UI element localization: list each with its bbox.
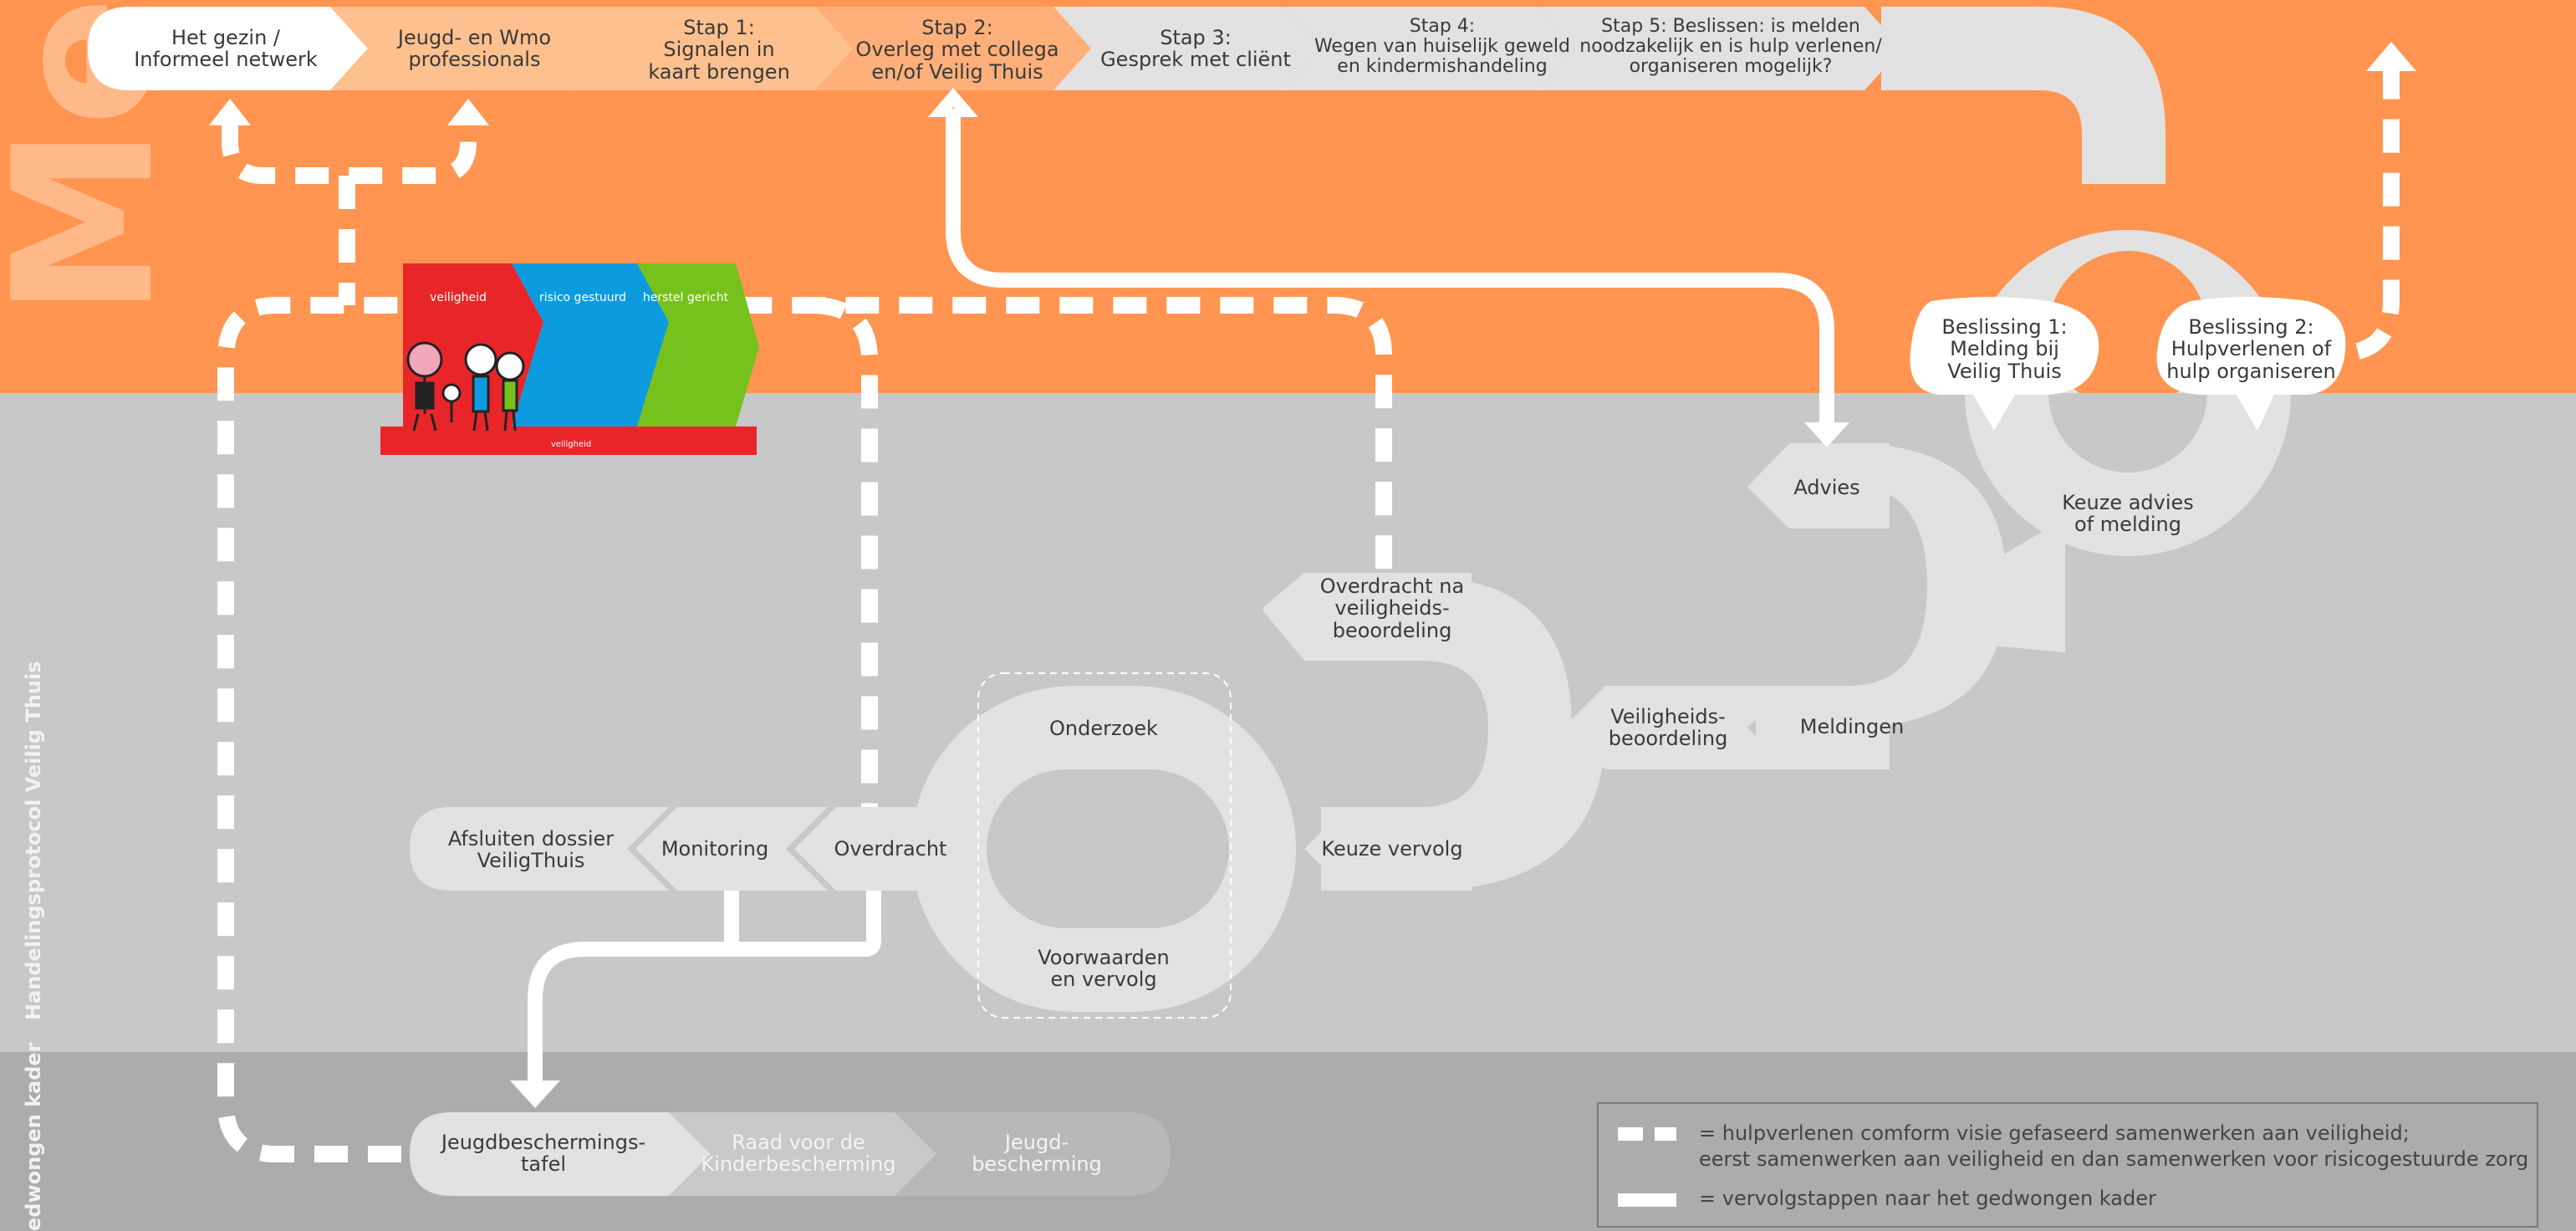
onderzoek-label: Onderzoek bbox=[1049, 717, 1158, 740]
legend-dashed-text: = hulpverlenen comform visie gefaseerd s… bbox=[1699, 1121, 2529, 1172]
side-label-bottom: edwongen kader bbox=[22, 1042, 45, 1231]
step-chevron-5 bbox=[1053, 7, 1321, 90]
afsluiten-label: Afsluiten dossier VeiligThuis bbox=[447, 827, 615, 873]
dashed-arrowhead-right bbox=[2366, 42, 2416, 71]
step-label-1: Het gezin / Informeel netwerk bbox=[134, 26, 318, 72]
meldingen-block bbox=[1756, 686, 1890, 769]
onderzoek-dashed-frame bbox=[977, 672, 1232, 1019]
beslissing2-bubble bbox=[2156, 297, 2346, 431]
advies-label: Advies bbox=[1793, 476, 1860, 499]
signboard: veiligheid risico gestuurd herstel geric… bbox=[380, 263, 759, 455]
advice-report-band bbox=[1806, 443, 2007, 728]
step-label-5: Stap 3: Gesprek met cliënt bbox=[1100, 26, 1291, 72]
signboard-base-label: veiligheid bbox=[551, 440, 591, 449]
signboard-label-1: veiligheid bbox=[430, 291, 487, 304]
tafel-label: Jeugdbeschermings- tafel bbox=[441, 1131, 646, 1177]
step-chevron-3 bbox=[569, 7, 853, 90]
family-figures-icon bbox=[406, 341, 525, 432]
step-label-2: Jeugd- en Wmo professionals bbox=[397, 26, 552, 72]
veiligheidsbeoordeling-label: Veiligheids- beoordeling bbox=[1608, 705, 1728, 751]
signboard-label-3: herstel gericht bbox=[643, 291, 729, 304]
afsluiten-block bbox=[410, 807, 669, 891]
step-label-7: Stap 5: Beslissen: is melden noodzakelij… bbox=[1579, 16, 1882, 78]
step-chevron-7 bbox=[1538, 7, 1902, 90]
beslissing1-bubble bbox=[1910, 297, 2099, 431]
overdracht-na-label: Overdracht na veiligheids- beoordeling bbox=[1319, 575, 1465, 642]
keuze-vervolg-block bbox=[1304, 807, 1472, 891]
step-label-6: Stap 4: Wegen van huiselijk geweld en ki… bbox=[1314, 16, 1571, 78]
meldingen-label: Meldingen bbox=[1799, 715, 1905, 738]
keuze-vervolg-label: Keuze vervolg bbox=[1321, 837, 1463, 861]
dashed-lines bbox=[217, 50, 2400, 1162]
overdracht-block bbox=[794, 807, 945, 891]
onderzoek-ring-hole bbox=[987, 769, 1229, 928]
dashed-arrowhead-prof bbox=[447, 99, 489, 125]
signboard-label-2: risico gestuurd bbox=[539, 291, 626, 304]
keuze-label: Keuze advies of melding bbox=[2062, 491, 2194, 537]
legend: = hulpverlenen comform visie gefaseerd s… bbox=[1597, 1102, 2538, 1228]
jeugdbeschermingstafel-block bbox=[410, 1112, 711, 1196]
top-flow-band bbox=[1881, 7, 2165, 184]
connector-ring-to-band bbox=[1965, 518, 2065, 652]
signboard-blue bbox=[512, 263, 669, 427]
veiligheid-block bbox=[1563, 686, 1789, 769]
step-chevron-bar bbox=[88, 7, 1902, 90]
legend-solid-text: = vervolgstappen naar het gedwongen kade… bbox=[1699, 1187, 2156, 1210]
step-chevron-4 bbox=[815, 7, 1091, 90]
raad-block bbox=[669, 1112, 936, 1196]
arrowhead-advies bbox=[1804, 422, 1849, 447]
monitoring-block bbox=[635, 807, 828, 891]
beslissing1-label: Beslissing 1: Melding bij Veilig Thuis bbox=[1941, 315, 2068, 383]
step-chevron-1 bbox=[88, 7, 368, 90]
dashed-arrowhead-gezin bbox=[209, 99, 251, 125]
step-label-3: Stap 1: Signalen in kaart brengen bbox=[648, 16, 790, 84]
jeugdbescherming-label: Jeugd- bescherming bbox=[972, 1131, 1102, 1177]
arrowhead-tafel bbox=[510, 1080, 560, 1108]
voorwaarden-label: Voorwaarden en vervolg bbox=[1038, 946, 1170, 992]
side-label-middle: Handelingsprotocol Veilig Thuis bbox=[22, 661, 45, 1020]
signboard-green bbox=[637, 263, 759, 427]
step-chevron-6 bbox=[1283, 7, 1576, 90]
monitoring-label: Monitoring bbox=[661, 837, 769, 861]
raad-label: Raad voor de Kinderbescherming bbox=[701, 1131, 896, 1177]
signboard-base bbox=[380, 427, 757, 455]
overdracht-label: Overdracht bbox=[834, 837, 947, 861]
jeugdbescherming-block bbox=[895, 1112, 1171, 1196]
beslissing2-label: Beslissing 2: Hulpverlenen of hulp organ… bbox=[2166, 315, 2336, 383]
decision-ring-hole-lower bbox=[2048, 393, 2207, 472]
solid-branch-from-overdracht bbox=[719, 891, 881, 957]
advies-block bbox=[1747, 443, 1890, 529]
overdracht-na-block bbox=[1262, 573, 1472, 652]
step-chevron-2 bbox=[330, 7, 606, 90]
solid-arrow-to-stap2 bbox=[946, 109, 1834, 422]
arrowhead-stap2 bbox=[928, 88, 978, 117]
step-label-4: Stap 2: Overleg met collega en/of Veilig… bbox=[855, 16, 1059, 84]
